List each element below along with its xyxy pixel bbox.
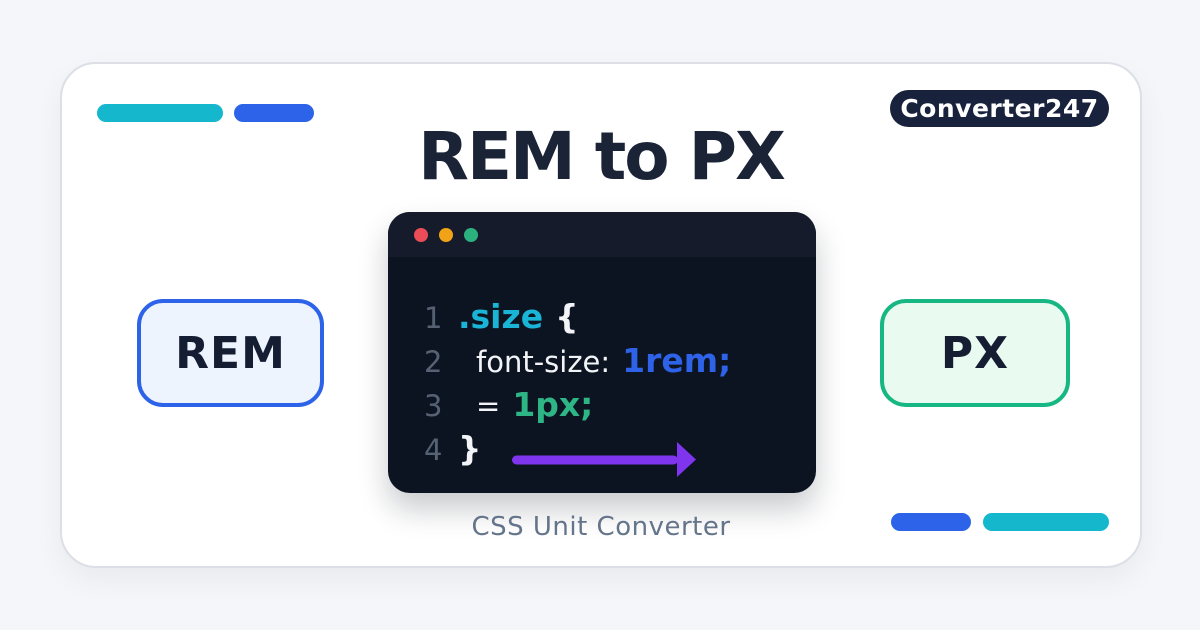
window-titlebar [388,212,816,257]
content-card: Converter247 REM to PX REM PX 1 .size { [60,62,1142,568]
unit-box-rem: REM [137,299,324,407]
code-token-px-value: 1px; [512,385,594,424]
code-token-property: font-size: [476,345,611,379]
code-token-equals: = [476,389,501,423]
code-line: 4 } [424,427,816,471]
unit-box-rem-label: REM [175,327,286,379]
window-close-icon [414,227,428,242]
line-number: 2 [424,345,443,379]
line-number: 1 [424,301,443,335]
decoration-pill-blue [234,104,314,122]
unit-box-px: PX [880,299,1070,407]
line-number: 4 [424,433,443,467]
footer-caption: CSS Unit Converter [471,512,731,542]
code-area: 1 .size { 2 font-size: 1rem; 3 = 1px; 4 … [388,257,816,471]
window-maximize-icon [464,227,478,242]
unit-box-px-label: PX [940,327,1010,379]
line-number: 3 [424,389,443,423]
decoration-pill-cyan [983,513,1109,531]
code-editor-window: 1 .size { 2 font-size: 1rem; 3 = 1px; 4 … [388,212,816,493]
conversion-arrow-icon [512,442,696,477]
code-token-selector: .size [458,297,544,336]
window-minimize-icon [439,227,453,242]
code-token-close-brace: } [458,429,482,468]
decoration-pill-blue [891,513,971,531]
page-title: REM to PX [418,118,786,195]
code-line: 1 .size { [424,295,816,339]
decorative-pills-top [97,104,314,122]
brand-badge: Converter247 [890,90,1109,127]
decorative-pills-bottom [891,513,1109,531]
code-token-rem-value: 1rem; [622,341,732,380]
code-line: 3 = 1px; [424,383,816,427]
decoration-pill-cyan [97,104,223,122]
code-line: 2 font-size: 1rem; [424,339,816,383]
code-token-open-brace: { [555,297,579,336]
